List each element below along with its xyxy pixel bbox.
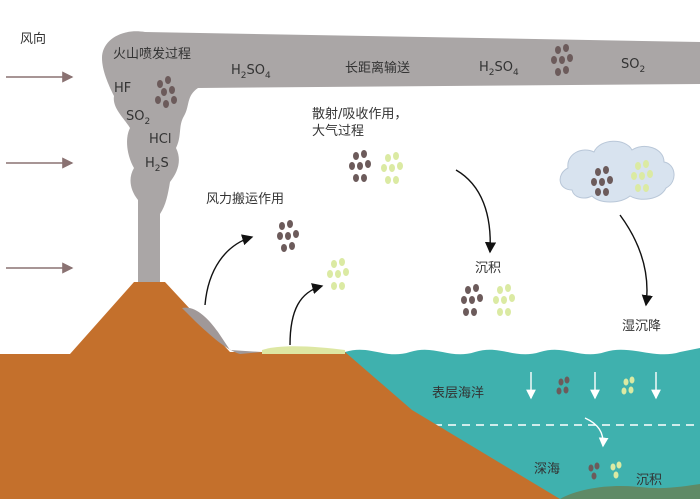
particles-dark-deep — [588, 462, 600, 480]
wet-deposition-label: 湿沉降 — [622, 319, 661, 334]
ocean-deep-arrow — [584, 417, 609, 448]
surface-ocean-label: 表层海洋 — [432, 386, 484, 401]
rain-cloud — [559, 140, 675, 203]
wet-deposition-arrow — [619, 214, 653, 307]
transport-arrow-dark — [204, 234, 254, 306]
particles-dark-ocean — [556, 376, 570, 395]
gas-so2-right: SO2 — [621, 57, 645, 75]
particles-light-cloud — [631, 160, 653, 192]
ash-deposit-light — [262, 346, 345, 354]
particles-dark-plume-right — [551, 44, 573, 76]
volcanic-plume — [102, 31, 700, 283]
scatter-absorb-label: 散射/吸收作用， — [312, 106, 407, 122]
volcano-ground — [0, 282, 560, 499]
deep-sea-label: 深海 — [534, 462, 560, 477]
wind-transport-label: 风力搬运作用 — [206, 192, 284, 207]
particles-light-deposit — [493, 284, 515, 316]
particles-dark-plume-left — [155, 76, 177, 108]
gas-hf: HF — [114, 81, 131, 96]
particles-light-ocean — [621, 376, 635, 395]
long-range-transport-label: 长距离输送 — [345, 60, 410, 76]
particles-dark-deposit — [461, 284, 483, 316]
seafloor-sediment — [560, 484, 700, 499]
particles-light-deep — [610, 461, 622, 479]
seafloor-deposition-label: 沉积 — [636, 473, 662, 488]
wind-direction-label: 风向 — [20, 31, 46, 47]
particles-light-scatter — [381, 152, 403, 184]
gas-so2-left: SO2 — [126, 109, 150, 127]
particles-dark-wind — [277, 220, 299, 252]
atmospheric-process-label: 大气过程 — [312, 123, 364, 139]
deposition-arrow — [455, 169, 497, 254]
transport-arrow-light — [289, 283, 324, 346]
particles-dark-scatter — [349, 150, 371, 182]
ash-deposit-dark — [182, 307, 262, 354]
gas-h2s: H2S — [145, 156, 169, 174]
eruption-label: 火山喷发过程 — [113, 46, 191, 62]
gas-hcl: HCl — [149, 132, 171, 147]
gas-h2so4-right: H2SO4 — [479, 60, 519, 78]
deposition-label: 沉积 — [475, 261, 501, 276]
gas-h2so4-left: H2SO4 — [231, 63, 271, 81]
particles-dark-cloud — [591, 166, 613, 196]
particles-light-wind — [327, 258, 349, 290]
